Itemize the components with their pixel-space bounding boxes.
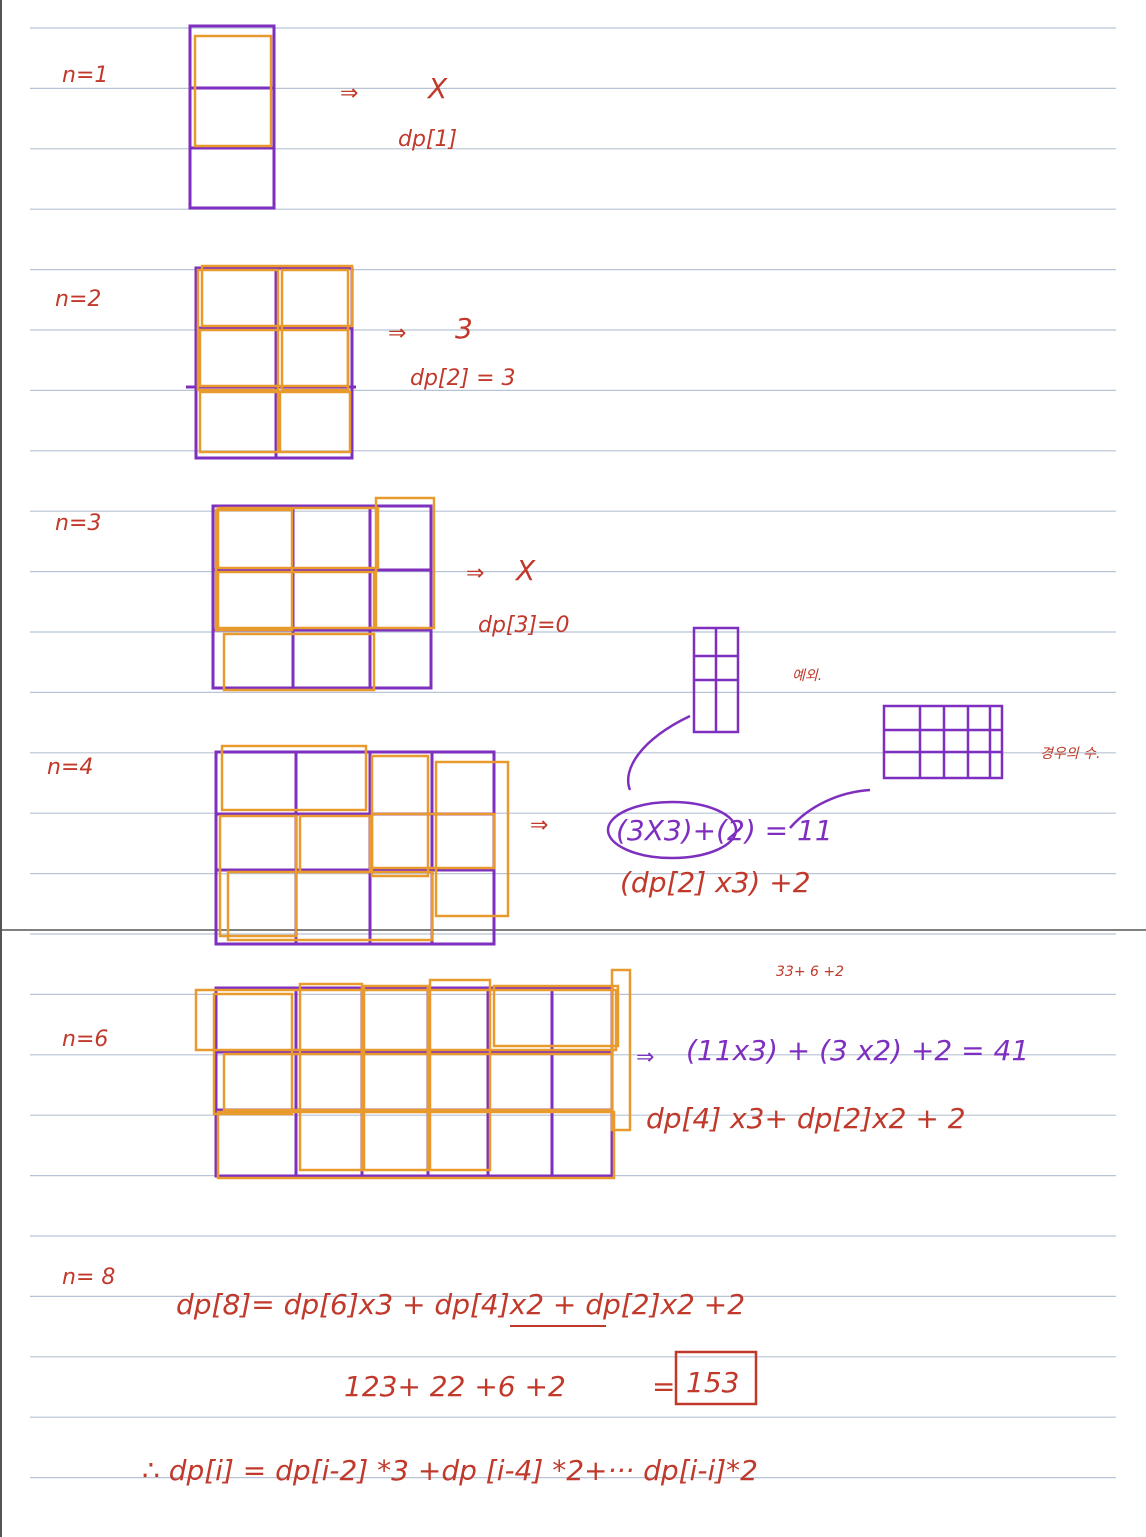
n2-note: dp[2] = 3	[410, 366, 516, 391]
section-n4: n=4 ⇒ (3X3)+(2) = 11 (dp[2] x3) +2	[47, 744, 833, 946]
n3-label: n=3	[55, 511, 101, 536]
n2-tiles	[196, 264, 354, 454]
n3-tiles	[214, 496, 436, 692]
n1-note: dp[1]	[398, 127, 457, 152]
n6-label: n=6	[62, 1027, 108, 1052]
n4-label: n=4	[47, 755, 93, 780]
n1-tiles	[193, 34, 273, 148]
n2-grid	[186, 266, 356, 460]
n3-grid	[211, 504, 433, 690]
n3-arrow: ⇒	[466, 561, 484, 586]
n3-note: dp[3]=0	[478, 613, 570, 638]
n6-arrow: ⇒	[636, 1045, 654, 1070]
n4-aside-sketch-2	[882, 704, 1004, 780]
n4-arrow: ⇒	[530, 813, 548, 838]
section-n2: n=2 ⇒ 3 dp[2] = 3	[55, 264, 516, 460]
n4-formula-dp: (dp[2] x3) +2	[620, 866, 811, 899]
n4-tiles	[218, 744, 510, 942]
section-n3: n=3 ⇒ X dp[3]=0	[55, 496, 570, 692]
n4-formula-circle	[606, 800, 738, 860]
n8-result-box	[674, 1350, 758, 1406]
section-n6: n=6 33+ 6 +2 ⇒ (11x3) + (3 x2) +2 = 41 d…	[62, 964, 1029, 1180]
n8-formula: dp[8]= dp[6]x3 + dp[4]x2 + dp[2]x2 +2	[176, 1288, 745, 1321]
n6-formula: (11x3) + (3 x2) +2 = 41	[686, 1034, 1029, 1067]
n1-grid	[188, 24, 276, 210]
n8-calc: 123+ 22 +6 +2	[344, 1370, 566, 1403]
n1-arrow: ⇒	[340, 81, 358, 106]
n4-aside-pointer	[789, 788, 871, 829]
section-n1: n=1 ⇒ X dp[1]	[62, 24, 457, 210]
n6-formula-dp: dp[4] x3+ dp[2]x2 + 2	[646, 1102, 966, 1135]
n3-result: X	[514, 554, 536, 587]
n2-result: 3	[455, 312, 473, 345]
n4-formula: (3X3)+(2) = 11	[616, 814, 833, 847]
n1-label: n=1	[62, 63, 108, 88]
n2-label: n=2	[55, 287, 101, 312]
n8-result: 153	[686, 1366, 739, 1399]
n4-aside-sketch-1	[692, 626, 740, 734]
general-formula: ∴ dp[i] = dp[i-2] *3 +dp [i-4] *2+··· dp…	[142, 1454, 758, 1487]
n1-result: X	[426, 72, 448, 105]
n4-aside-2: 경우의 수.	[1040, 746, 1100, 762]
n8-equals: =	[652, 1370, 675, 1403]
section-n8: n= 8 dp[8]= dp[6]x3 + dp[4]x2 + dp[2]x2 …	[62, 1265, 758, 1406]
n4-aside-1: 예외.	[792, 668, 822, 684]
n2-arrow: ⇒	[388, 321, 406, 346]
n6-grid	[214, 986, 614, 1178]
n8-label: n= 8	[62, 1265, 115, 1290]
n4-aside-bracket	[627, 714, 691, 791]
n6-tiles	[194, 968, 632, 1180]
n6-scratch: 33+ 6 +2	[776, 964, 844, 980]
